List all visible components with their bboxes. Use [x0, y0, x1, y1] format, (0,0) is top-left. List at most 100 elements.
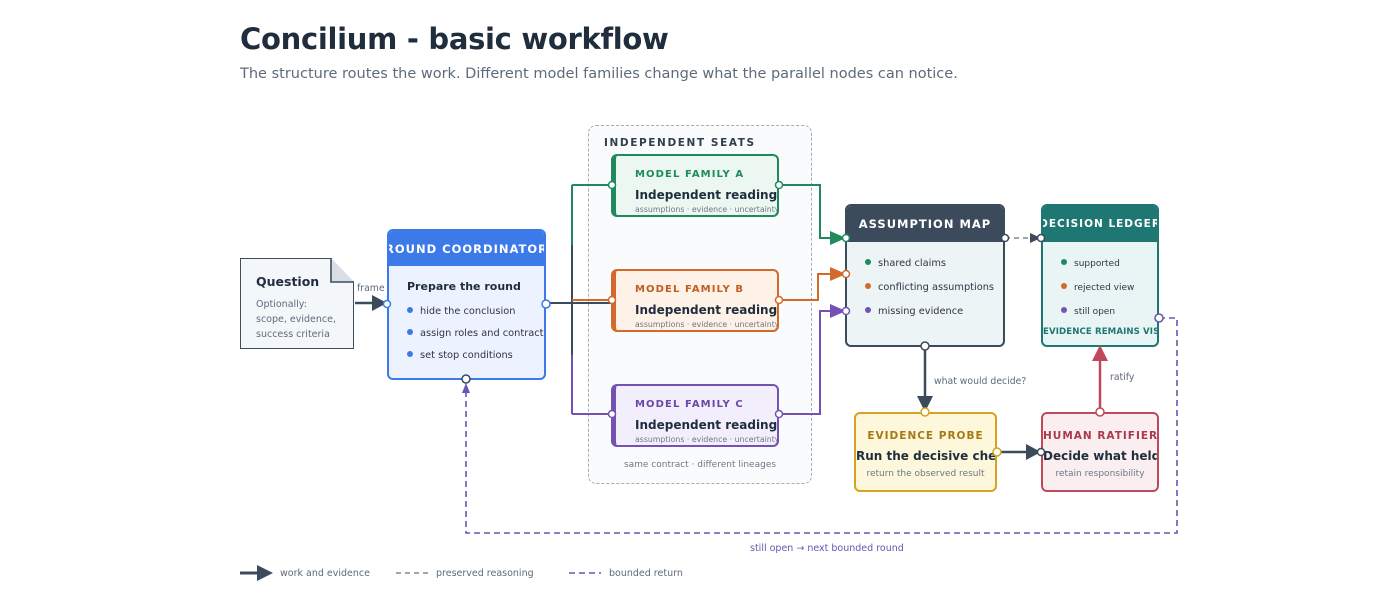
model-family-subtitle: Independent reading — [635, 188, 778, 202]
decision-ledger-item: supported — [1061, 259, 1120, 269]
port — [541, 299, 551, 309]
port — [774, 295, 784, 305]
legend-work-and-evidence: work and evidence — [280, 568, 370, 579]
bullet-dot — [865, 307, 871, 313]
port — [1036, 447, 1046, 457]
port — [841, 306, 851, 316]
model-family-b-node[interactable]: MODEL FAMILY B Independent reading assum… — [611, 269, 779, 332]
decision-ledger-header: DECISION LEDGER — [1043, 206, 1157, 242]
model-family-title: MODEL FAMILY C — [635, 399, 744, 410]
port — [920, 407, 930, 417]
bullet-dot — [1061, 259, 1067, 265]
model-family-a-node[interactable]: MODEL FAMILY A Independent reading assum… — [611, 154, 779, 217]
port — [607, 295, 617, 305]
round-coordinator-item: set stop conditions — [407, 350, 513, 361]
port — [461, 374, 471, 384]
page-subtitle: The structure routes the work. Different… — [240, 66, 958, 82]
assumption-map-header: ASSUMPTION MAP — [847, 206, 1003, 242]
decision-ledger-item-label: still open — [1074, 307, 1116, 317]
port — [1095, 407, 1105, 417]
assumption-map-item: shared claims — [865, 258, 946, 269]
port — [382, 299, 392, 309]
bullet-dot — [1061, 283, 1067, 289]
port — [774, 180, 784, 190]
evidence-probe-subtitle: Run the decisive check — [856, 449, 997, 463]
port — [607, 409, 617, 419]
port-circles — [382, 180, 1164, 457]
port — [920, 341, 930, 351]
evidence-probe-node[interactable]: EVIDENCE PROBE Run the decisive check re… — [854, 412, 997, 492]
bullet-dot — [407, 307, 413, 313]
human-ratifier-subtitle: Decide what held — [1043, 449, 1159, 463]
port — [992, 447, 1002, 457]
assumption-map-item-label: conflicting assumptions — [878, 282, 995, 293]
arrowhead — [462, 383, 470, 393]
legend-arrowhead — [257, 565, 273, 581]
port — [774, 409, 784, 419]
port — [1154, 313, 1164, 323]
arrowhead — [372, 295, 387, 311]
port — [607, 180, 617, 190]
bullet-dot — [407, 351, 413, 357]
evidence-probe-title: EVIDENCE PROBE — [867, 430, 984, 442]
bullet-dot — [865, 283, 871, 289]
independent-seats-label: INDEPENDENT SEATS — [604, 137, 756, 149]
bullet-dot — [1061, 307, 1067, 313]
decision-ledger-item-label: rejected view — [1074, 283, 1135, 293]
question-line: success criteria — [256, 329, 330, 340]
assumption-map-item-label: shared claims — [878, 258, 946, 269]
edge-label-loop: still open → next bounded round — [750, 543, 904, 554]
model-family-title: MODEL FAMILY A — [635, 169, 745, 180]
decision-ledger-item-label: supported — [1074, 259, 1120, 269]
edge-family-c-map — [779, 310, 832, 415]
human-ratifier-node[interactable]: HUMAN RATIFIER Decide what held retain r… — [1041, 412, 1159, 492]
legend-bounded-return: bounded return — [609, 568, 683, 579]
human-ratifier-footer: retain responsibility — [1055, 469, 1145, 479]
round-coordinator-item-label: hide the conclusion — [420, 306, 516, 317]
question-line: Optionally: — [256, 299, 307, 310]
decision-ledger-item: still open — [1061, 307, 1115, 317]
model-family-c-node[interactable]: MODEL FAMILY C Independent reading assum… — [611, 384, 779, 447]
port — [841, 233, 851, 243]
decision-ledger-item: rejected view — [1061, 283, 1134, 293]
human-ratifier-title: HUMAN RATIFIER — [1043, 430, 1159, 442]
model-family-footer: assumptions · evidence · uncertainty — [635, 435, 779, 444]
model-family-title: MODEL FAMILY B — [635, 284, 745, 295]
arrowhead — [1026, 444, 1041, 460]
edge-family-a-map — [779, 184, 832, 239]
assumption-map-item: missing evidence — [865, 306, 963, 317]
assumption-map-item: conflicting assumptions — [865, 282, 994, 293]
legend-preserved-reasoning: preserved reasoning — [436, 568, 534, 579]
bullet-dot — [407, 329, 413, 335]
question-line: scope, evidence, — [256, 314, 336, 325]
arrowhead — [1092, 345, 1108, 361]
round-coordinator-header: ROUND COORDINATOR — [389, 231, 544, 266]
assumption-map-node[interactable]: ASSUMPTION MAP shared claims conflicting… — [845, 204, 1005, 347]
evidence-probe-footer: return the observed result — [866, 469, 985, 479]
port — [1000, 233, 1010, 243]
edge-label-what-would-decide: what would decide? — [934, 376, 1027, 387]
port — [1036, 233, 1046, 243]
evidence-visible-note: EVIDENCE REMAINS VISIBLE — [1043, 327, 1159, 337]
arrowhead — [917, 396, 933, 412]
model-family-subtitle: Independent reading — [635, 418, 778, 432]
edge-label-frame: frame — [357, 283, 385, 294]
edge-family-b-map — [779, 273, 832, 301]
round-coordinator-item-label: set stop conditions — [420, 350, 513, 361]
model-family-footer: assumptions · evidence · uncertainty — [635, 320, 779, 329]
bullet-dot — [865, 259, 871, 265]
round-coordinator-item-label: assign roles and contract — [420, 328, 544, 339]
page-title: Concilium - basic workflow — [240, 22, 669, 56]
edge-label-ratify: ratify — [1110, 372, 1135, 383]
round-coordinator-item: assign roles and contract — [407, 328, 544, 339]
assumption-map-item-label: missing evidence — [878, 306, 964, 317]
round-coordinator-subtitle: Prepare the round — [407, 280, 521, 293]
arrowhead — [830, 304, 846, 318]
arrowhead — [830, 231, 846, 245]
port — [841, 269, 851, 279]
independent-seats-footer: same contract · different lineages — [623, 460, 777, 470]
edge-bounded-return — [465, 317, 1178, 534]
question-description: Optionally: scope, evidence, success cri… — [256, 297, 348, 342]
